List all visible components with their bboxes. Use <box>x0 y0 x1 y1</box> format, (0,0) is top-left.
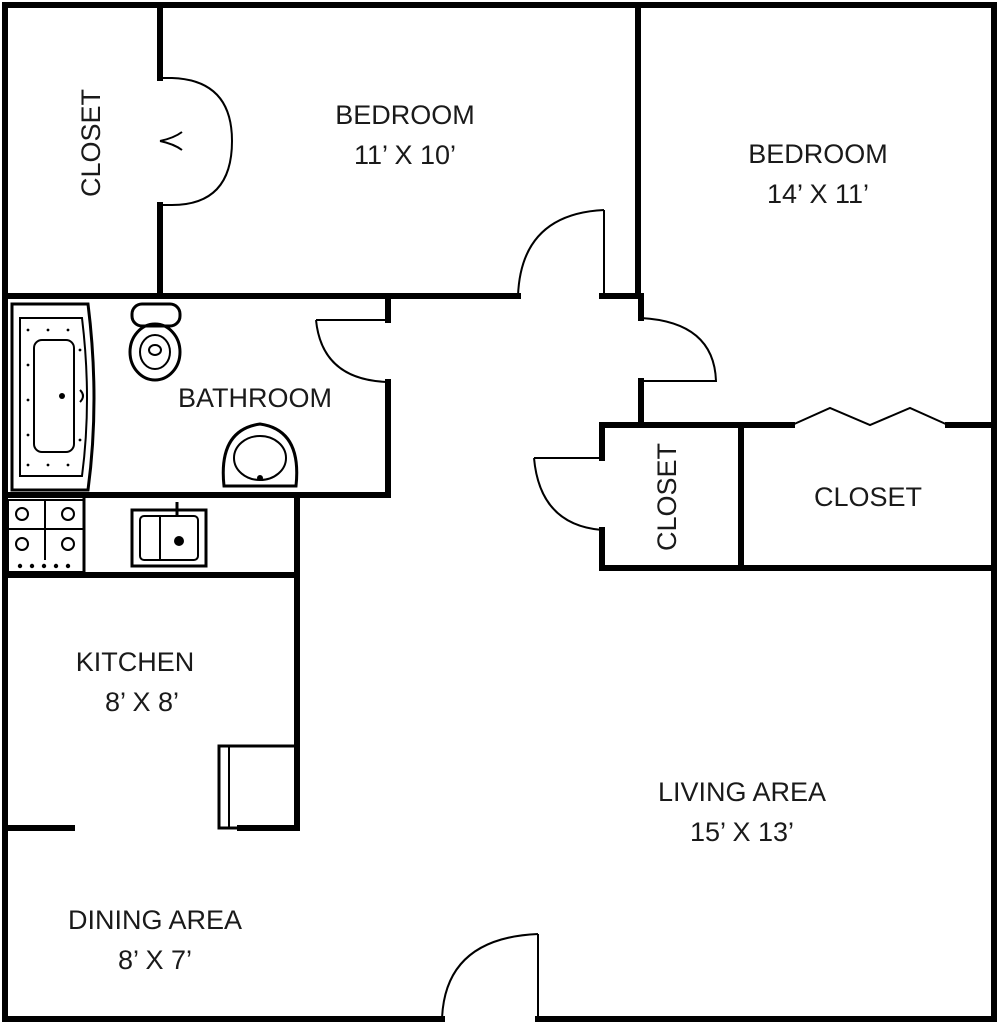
closet-double-door <box>160 77 233 206</box>
bathroom-sink <box>221 422 299 488</box>
bedroom-2-door <box>640 317 718 382</box>
hall-closet-door <box>533 457 603 531</box>
bedroom-2-name: BEDROOM <box>748 139 888 169</box>
bathroom-name: BATHROOM <box>178 383 332 413</box>
stove <box>7 499 85 573</box>
entry-door <box>441 933 539 1020</box>
closet-bifold-door <box>791 406 949 427</box>
doors <box>159 77 949 1020</box>
bedroom-2-size: 14’ X 11’ <box>767 179 869 209</box>
closet-hall-label: CLOSET <box>652 443 682 551</box>
toilet <box>128 302 182 382</box>
tub-jets <box>26 328 82 467</box>
living-area-size: 15’ X 13’ <box>690 817 794 847</box>
living-area-name: LIVING AREA <box>658 777 826 807</box>
labels: BEDROOM 11’ X 10’ BEDROOM 14’ X 11’ BATH… <box>68 89 922 975</box>
dining-area-size: 8’ X 7’ <box>118 945 192 975</box>
closet-top-left-label: CLOSET <box>76 89 106 197</box>
dining-area-name: DINING AREA <box>68 905 242 935</box>
refrigerator <box>217 744 299 830</box>
interior-walls <box>2 2 997 831</box>
bedroom-1-size: 11’ X 10’ <box>354 140 456 170</box>
bathtub <box>10 302 96 492</box>
bedroom-1-door <box>517 209 605 297</box>
bedroom-1-name: BEDROOM <box>335 100 475 130</box>
closet-door-hinge <box>159 131 183 151</box>
closet-right-label: CLOSET <box>814 482 922 512</box>
kitchen-size: 8’ X 8’ <box>105 687 179 717</box>
bathroom-door <box>315 319 389 383</box>
kitchen-name: KITCHEN <box>76 647 195 677</box>
kitchen-sink <box>130 502 208 568</box>
